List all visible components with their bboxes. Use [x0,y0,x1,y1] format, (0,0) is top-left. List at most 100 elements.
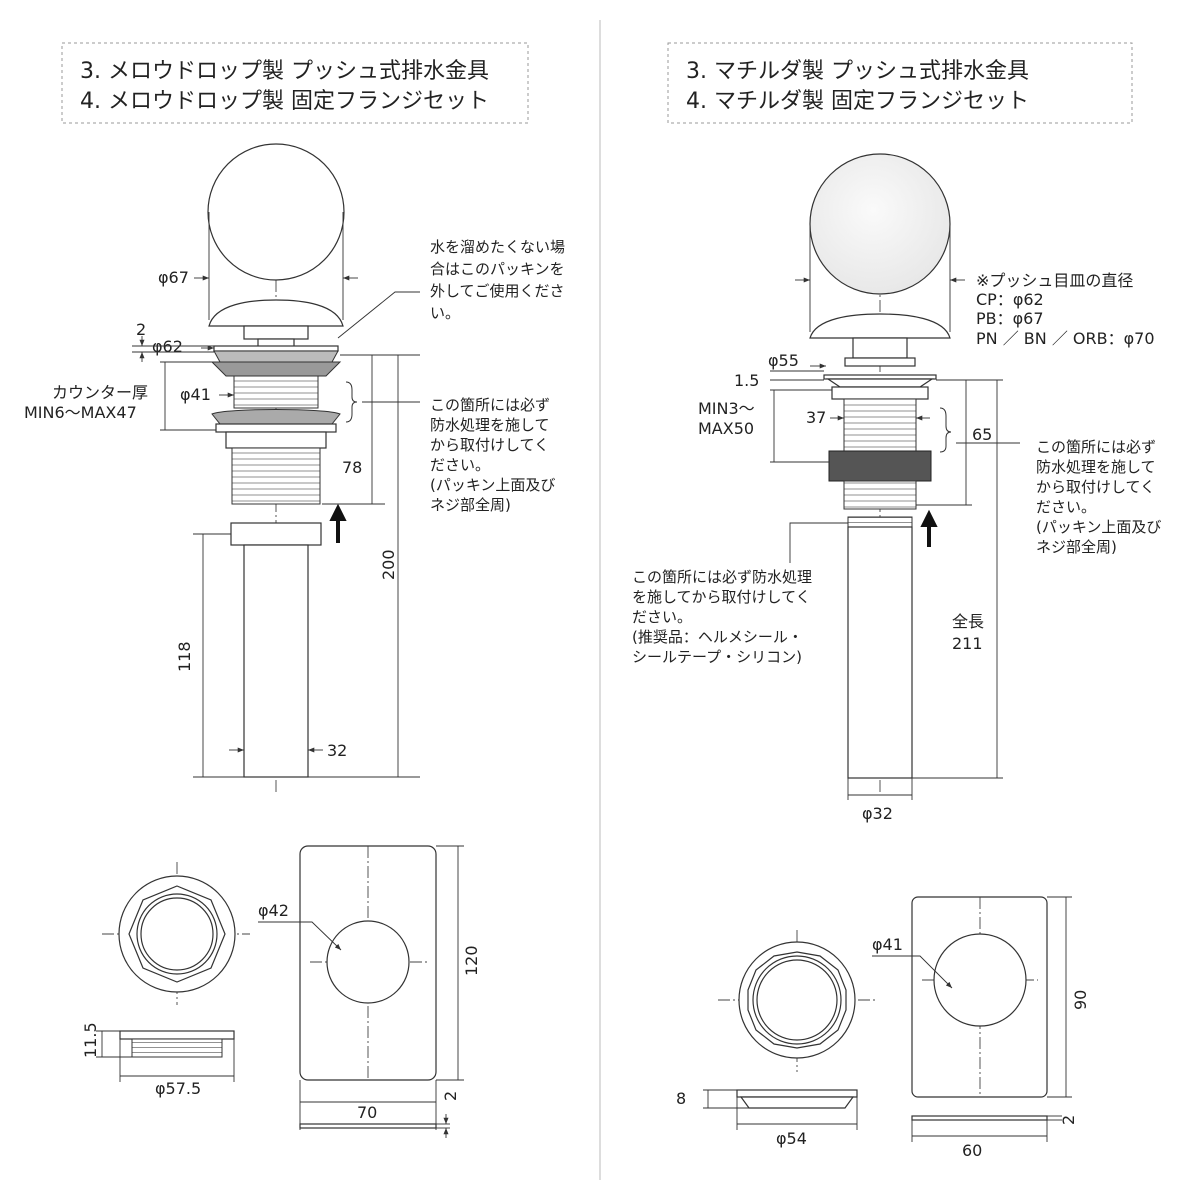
svg-text:ネジ部全周): ネジ部全周) [1036,538,1117,556]
svg-text:防水処理を施して: 防水処理を施して [430,416,550,434]
right-cap-stem-lower [844,357,916,367]
left-flange-top [213,345,339,352]
svg-text:ネジ部全周): ネジ部全周) [430,496,511,514]
svg-text:を施してから取付けしてく: を施してから取付けしてく [632,588,811,606]
right-note-pipe: この箇所には必ず防水処理 を施してから取付けしてく ださい。 (推奨品：ヘルメシ… [632,568,812,666]
left-pipe-coupler [230,522,322,546]
left-assembly-arrow-icon [329,503,347,543]
right-title-line2: 4. マチルダ製 固定フランジセット [686,89,1029,114]
right-flange-body [831,386,929,400]
right-tail-pipe [847,526,913,779]
right-dim-phi32: φ32 [862,804,893,823]
left-dim-78: 78 [342,458,362,477]
svg-text:合はこのパッキンを: 合はこのパッキンを [430,260,565,278]
left-note-packing: 水を溜めたくない場 合はこのパッキンを 外してご使用くださ い。 [430,238,565,322]
right-plate-thick: 2 [1059,1115,1078,1125]
right-leader-pipe [789,522,848,563]
right-pipe-thread [847,516,913,528]
left-title-box [61,42,529,124]
right-total-label: 全長 [952,612,984,631]
right-note-push: ※プッシュ目皿の直径 CP：φ62 PB：φ67 PN ／ BN ／ ORB：φ… [976,271,1155,348]
left-title-line2: 4. メロウドロップ製 固定フランジセット [80,89,489,114]
right-lock-nut [828,450,932,482]
svg-text:PN ／ BN ／ ORB：φ70: PN ／ BN ／ ORB：φ70 [976,329,1155,348]
left-dim-32: 32 [327,741,347,760]
right-push-cap [809,153,951,295]
left-dim-phi41: φ41 [180,385,211,404]
svg-text:(推奨品：ヘルメシール・: (推奨品：ヘルメシール・ [632,628,803,646]
svg-text:ださい。: ださい。 [430,456,490,474]
right-plate-height: 90 [1071,990,1090,1010]
svg-text:防水処理を施して: 防水処理を施して [1036,458,1156,476]
left-brace [345,381,358,423]
left-gasket [211,409,341,425]
right-brace [939,407,952,453]
left-plate-width: 70 [357,1103,377,1122]
right-title-line1: 3. マチルダ製 プッシュ式排水金具 [686,59,1029,84]
svg-text:い。: い。 [430,304,460,322]
left-nut-top-view [102,862,250,1005]
left-plate-height: 120 [462,945,481,976]
right-dim-65: 65 [972,425,992,444]
svg-text:CP：φ62: CP：φ62 [976,290,1044,309]
left-packing [210,361,342,377]
right-panel: 3. マチルダ製 プッシュ式排水金具 4. マチルダ製 固定フランジセット ※プ… [632,42,1161,1160]
right-dim-37: 37 [806,408,826,427]
right-flange-ring [826,378,934,388]
svg-text:から取付けしてく: から取付けしてく [1036,478,1155,496]
left-thread-upper [233,375,319,409]
left-dim-118: 118 [175,641,194,672]
left-plate-hole: φ42 [258,901,289,920]
svg-text:PB：φ67: PB：φ67 [976,309,1044,328]
right-counter-range1: MIN3〜 [698,399,755,418]
svg-text:(パッキン上面及び: (パッキン上面及び [1036,518,1161,536]
left-counter-label: カウンター厚 [52,383,148,402]
right-assembly-arrow-icon [920,509,938,547]
left-dim-phi62: φ62 [152,337,183,356]
right-nut-dim-dia: φ54 [776,1129,807,1148]
right-nut-side-view [703,1089,858,1130]
svg-text:この箇所には必ず防水処理: この箇所には必ず防水処理 [632,568,812,586]
left-dim-200: 200 [379,549,398,580]
right-note-waterproof: この箇所には必ず 防水処理を施して から取付けしてく ださい。 (パッキン上面及… [1036,438,1161,556]
svg-text:水を溜めたくない場: 水を溜めたくない場 [430,238,565,256]
left-push-cap [207,143,345,281]
left-flange-ring [213,350,339,363]
left-panel: 3. メロウドロップ製 プッシュ式排水金具 4. メロウドロップ製 固定フランジ… [24,42,565,1138]
left-note-waterproof: この箇所には必ず 防水処理を施して から取付けしてく ださい。 (パッキン上面及… [430,396,555,514]
left-nut [225,431,327,449]
right-dim-phi55: φ55 [768,351,799,370]
right-counter-range2: MAX50 [698,419,754,438]
right-nut-dim-height: 8 [676,1089,686,1108]
right-cap-dome [809,313,951,339]
svg-text:シールテープ・シリコン): シールテープ・シリコン) [632,648,802,666]
right-flange-plate [872,896,1072,1142]
right-thread-upper [843,398,917,452]
right-thread-lower [843,480,917,510]
right-nut-top-view [718,930,876,1072]
left-tail-pipe [243,544,309,778]
left-counter-range: MIN6〜MAX47 [24,403,137,422]
left-leader-packing [337,291,420,339]
svg-text:※プッシュ目皿の直径: ※プッシュ目皿の直径 [976,271,1133,290]
svg-text:ださい。: ださい。 [1036,498,1096,516]
left-title-line1: 3. メロウドロップ製 プッシュ式排水金具 [80,59,489,84]
left-nut-side-view [96,1030,235,1082]
svg-text:(パッキン上面及び: (パッキン上面及び [430,476,555,494]
left-dim-2: 2 [136,320,146,339]
left-nut-dim-height: 11.5 [81,1022,100,1058]
svg-text:から取付けしてく: から取付けしてく [430,436,549,454]
left-cap-stem [243,325,309,340]
right-plate-width: 60 [962,1141,982,1160]
left-washer [215,423,337,433]
left-cap-dome [208,299,344,327]
right-total-value: 211 [952,634,983,653]
svg-text:外してご使用くださ: 外してご使用くださ [430,282,565,300]
svg-text:この箇所には必ず: この箇所には必ず [1036,438,1156,456]
left-nut-dim-dia: φ57.5 [155,1079,201,1098]
svg-text:この箇所には必ず: この箇所には必ず [430,396,550,414]
right-dim-1-5: 1.5 [734,371,759,390]
right-plate-hole: φ41 [872,935,903,954]
right-title-box [667,42,1133,124]
left-thread-lower [231,447,321,505]
